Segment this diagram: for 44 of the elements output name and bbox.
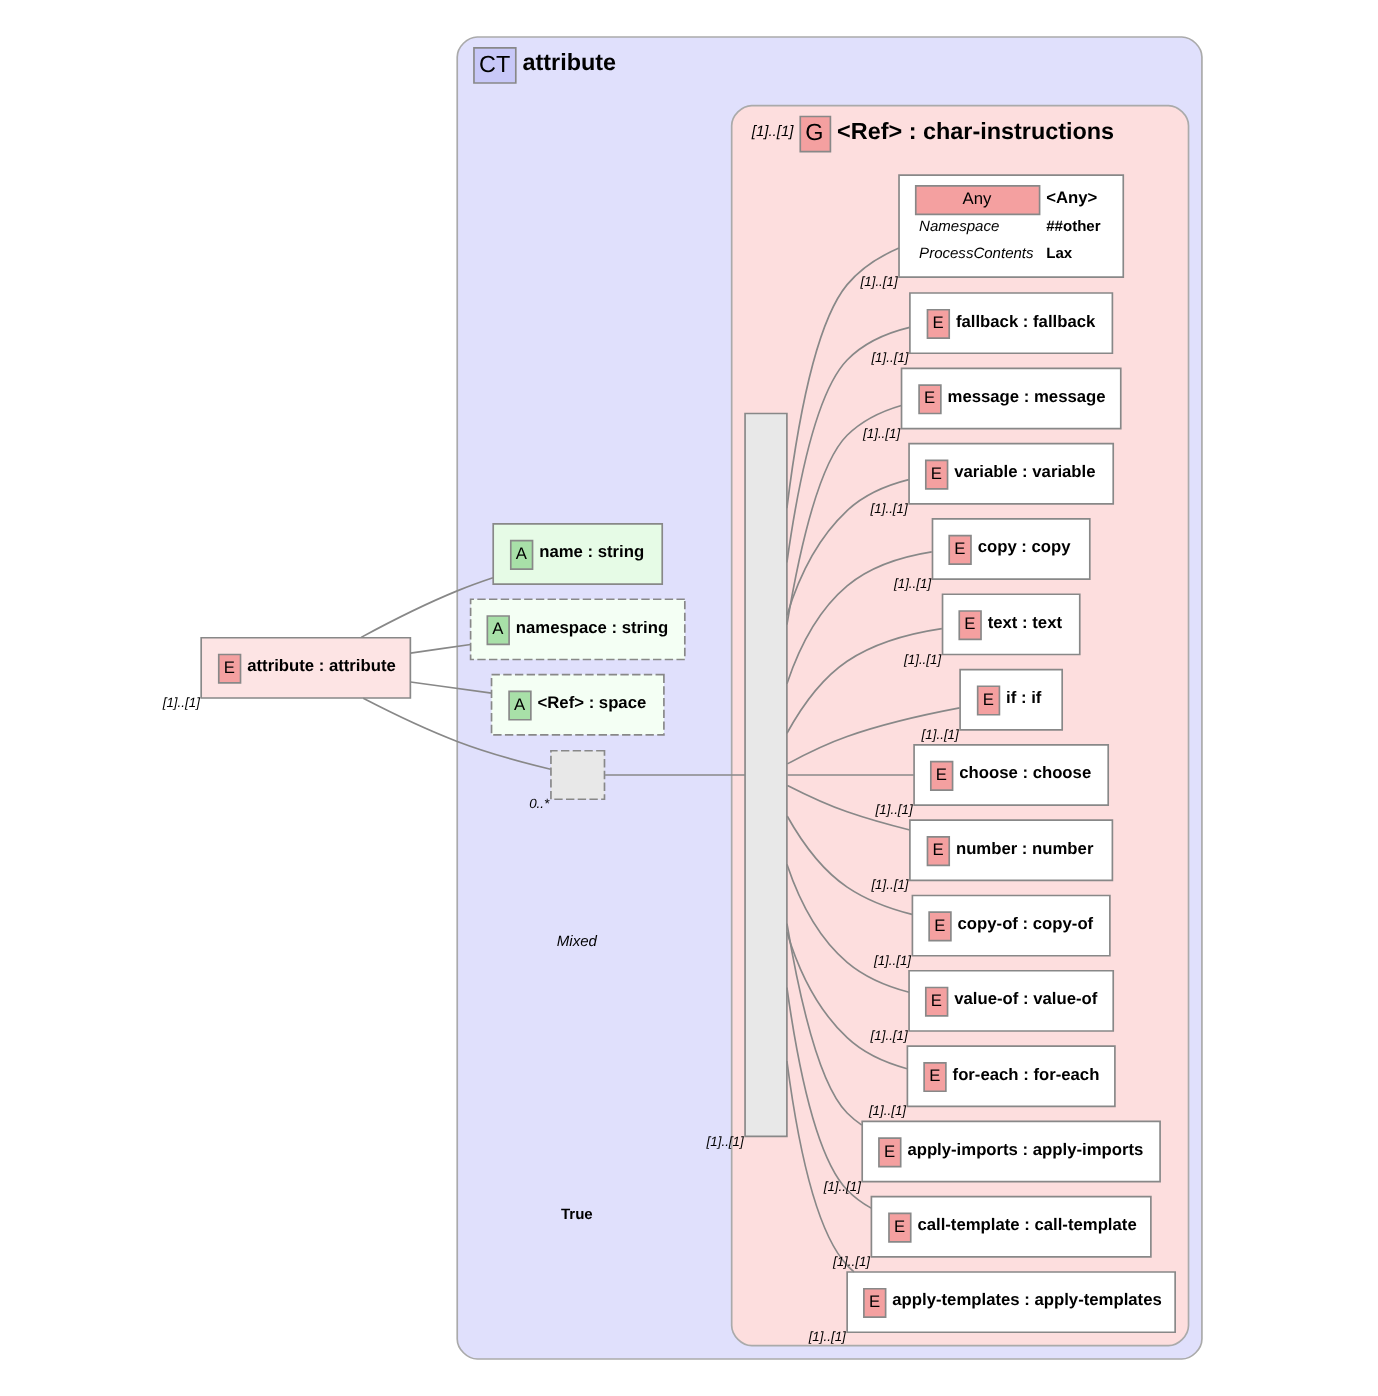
label: Mixed — [556, 932, 597, 951]
node-box: A name : string — [492, 523, 664, 586]
node-box: A <Ref> : space — [490, 673, 665, 736]
node-box: E call-template : call-template — [870, 1195, 1152, 1258]
node-box: E for-each : for-each — [906, 1045, 1116, 1108]
connector — [409, 643, 472, 654]
node-box: E number : number — [909, 819, 1114, 882]
connector — [409, 681, 493, 694]
node-box: E apply-imports : apply-imports — [861, 1120, 1161, 1183]
connector — [604, 774, 746, 776]
node-box: E if : if — [959, 668, 1063, 731]
connector — [786, 986, 872, 1209]
label: True — [560, 1204, 593, 1223]
node-box — [550, 749, 606, 801]
node-box: E copy : copy — [931, 518, 1091, 580]
connector — [786, 551, 933, 685]
connector — [786, 784, 911, 831]
connector — [786, 627, 943, 735]
node-label: [1]..[1] — [751, 122, 794, 141]
node-box: E attribute : attribute — [200, 636, 412, 699]
connector — [786, 404, 903, 626]
connector — [786, 707, 961, 765]
node-box: A namespace : string — [469, 598, 686, 661]
connector — [786, 478, 910, 616]
connector — [786, 326, 911, 564]
node-box: E message : message — [900, 367, 1122, 430]
connector — [786, 774, 915, 776]
node-bar — [744, 412, 788, 1138]
node-box: E fallback : fallback — [909, 292, 1114, 355]
node-box: E text : text — [941, 593, 1081, 656]
node-box: E variable : variable — [908, 442, 1115, 505]
connector — [786, 1060, 855, 1273]
connector — [786, 922, 863, 1126]
connector — [786, 931, 908, 1070]
connector — [786, 247, 900, 509]
node-box: E choose : choose — [913, 744, 1110, 806]
connector — [786, 815, 913, 916]
connector — [360, 576, 494, 639]
connector — [362, 697, 552, 771]
node-box: E value-of : value-of — [908, 969, 1115, 1032]
node-box: E apply-templates : apply-templates — [846, 1271, 1176, 1334]
connector — [786, 863, 910, 994]
node-box: Any <Any> Namespace ##other ProcessContents Lax — [898, 174, 1125, 278]
node-box: E copy-of : copy-of — [911, 894, 1111, 957]
